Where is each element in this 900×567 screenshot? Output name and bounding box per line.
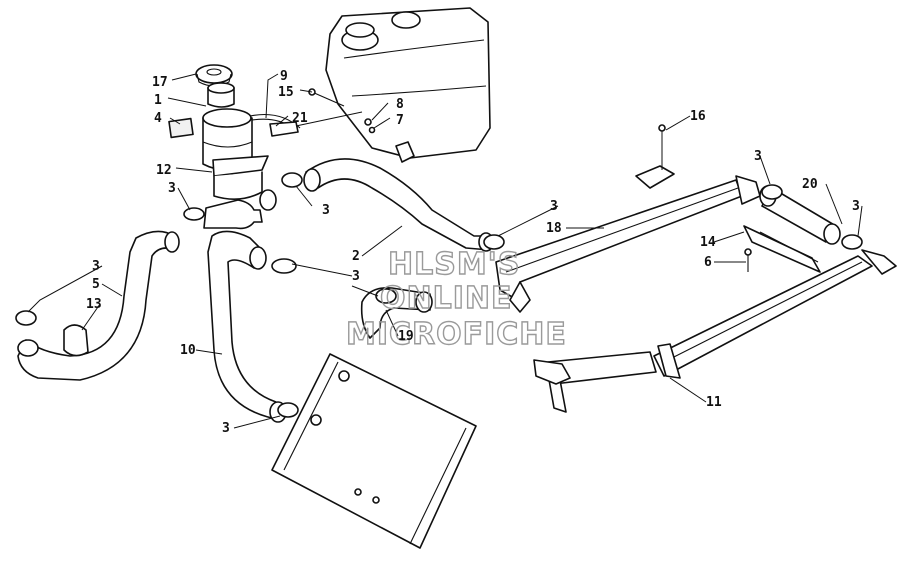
callout-17: 17 <box>152 75 168 90</box>
lower-coolant-hose <box>207 230 287 423</box>
callout-15: 15 <box>278 85 294 100</box>
callout-9: 9 <box>280 69 288 84</box>
bolt-6 <box>744 248 752 272</box>
callout-8: 8 <box>396 97 404 112</box>
radiator-plate <box>271 353 477 549</box>
callout-21: 21 <box>292 111 308 126</box>
callout-16: 16 <box>690 109 706 124</box>
leader-lines <box>27 73 863 429</box>
hose-clamps <box>15 172 863 418</box>
filler-neck <box>202 82 253 171</box>
callout-3-f: 3 <box>92 259 100 274</box>
bracket-16 <box>635 124 675 189</box>
callout-6: 6 <box>704 255 712 270</box>
callout-19: 19 <box>398 329 414 344</box>
callout-18: 18 <box>546 221 562 236</box>
watermark-line-3: MICROFICHE <box>346 317 567 352</box>
reservoir-tank <box>325 7 491 163</box>
callout-5: 5 <box>92 277 100 292</box>
watermark-line-1: HLSM'S <box>388 247 520 282</box>
callout-13: 13 <box>86 297 102 312</box>
callout-1: 1 <box>154 93 162 108</box>
tank-mount-hardware <box>308 88 376 134</box>
callout-4: 4 <box>154 111 162 126</box>
watermark: HLSM'S ONLINE MICROFICHE <box>345 246 567 352</box>
callout-2: 2 <box>352 249 360 264</box>
heat-exchanger-left-rail <box>653 249 897 377</box>
callout-3-h: 3 <box>222 421 230 436</box>
callout-3-e: 3 <box>852 199 860 214</box>
callout-14: 14 <box>700 235 716 250</box>
callout-12: 12 <box>156 163 172 178</box>
callout-labels: 17 9 1 15 8 4 21 7 16 12 3 3 3 3 20 3 18… <box>86 69 860 436</box>
upper-coolant-hose <box>303 158 494 252</box>
callout-3-a: 3 <box>168 181 176 196</box>
filler-neck-bracket <box>203 155 277 230</box>
heat-exchanger-right <box>495 175 761 313</box>
callout-20: 20 <box>802 177 818 192</box>
watermark-line-2: ONLINE <box>380 281 513 316</box>
callout-3-b: 3 <box>322 203 330 218</box>
callout-7: 7 <box>396 113 404 128</box>
decal <box>168 117 194 139</box>
mount-bracket-14 <box>743 225 821 273</box>
callout-3-d: 3 <box>550 199 558 214</box>
callout-11: 11 <box>706 395 722 410</box>
callout-3-c: 3 <box>754 149 762 164</box>
heat-exchanger-end-plates <box>533 343 681 413</box>
callout-3-g: 3 <box>352 269 360 284</box>
callout-10: 10 <box>180 343 196 358</box>
